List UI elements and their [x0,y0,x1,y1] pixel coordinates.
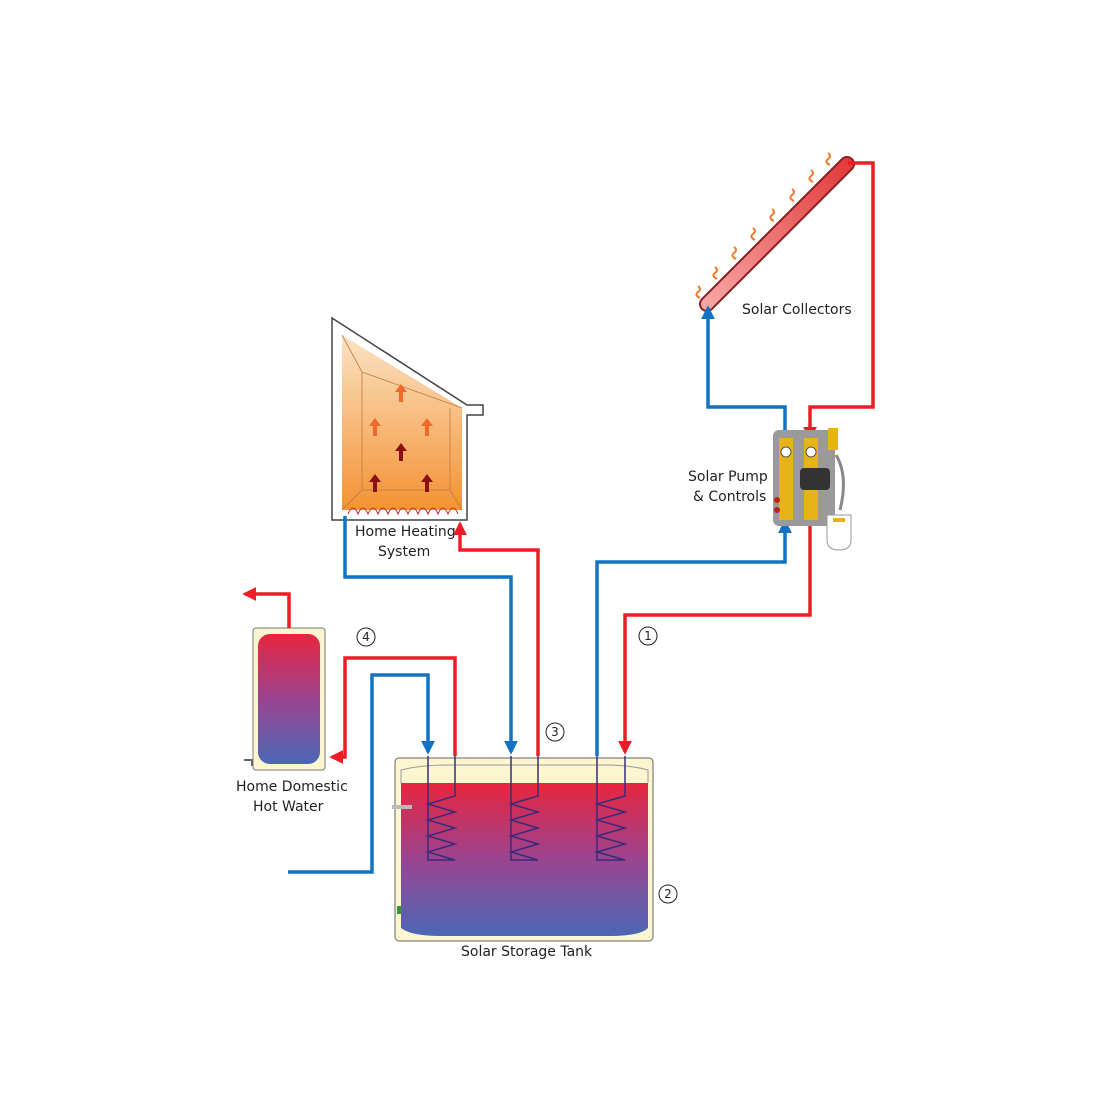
svg-text:2: 2 [664,887,672,901]
heating-label-line1: Home Heating [355,524,456,540]
heat-wave-icons [695,152,831,299]
heating-label-line2: System [378,544,430,560]
solar-pump-station [773,428,852,551]
valve-icon [397,906,401,914]
dhw-tank [244,627,326,771]
sensor-icon [392,805,412,809]
pump-label-line1: Solar Pump [688,469,768,485]
home-heating-room [331,316,484,521]
collector-hot-supply-pipe [803,161,875,441]
solar-collectors-label: Solar Collectors [742,302,852,318]
dhw-label-line2: Hot Water [253,799,324,815]
solar-storage-tank [392,756,654,942]
radiant-floor-coil [347,507,459,516]
heat-exchanger-coils [425,756,628,861]
pump-label-line2: & Controls [693,489,766,505]
dhw-outlet-pipe [242,587,291,628]
svg-text:3: 3 [551,725,559,739]
dhw-supply-pipe [329,656,457,764]
marker-1: 1 [638,626,658,646]
cold-water-inlet-pipe [288,673,435,874]
heat-arrow-icons [369,384,433,492]
tap-icon [244,759,253,766]
svg-text:4: 4 [362,630,370,644]
svg-text:1: 1 [644,629,652,643]
tank-cold-return-pipe [595,519,792,756]
collector-cold-return-pipe [701,305,787,440]
marker-3: 3 [545,722,565,742]
tank-hot-supply-pipe [618,520,812,755]
dhw-label-line1: Home Domestic [236,779,348,795]
heating-supply-pipe [453,521,540,756]
storage-tank-label: Solar Storage Tank [461,944,593,960]
solar-collector [695,152,855,312]
marker-2: 2 [658,884,678,904]
marker-4: 4 [356,627,376,647]
heating-return-pipe [343,516,518,755]
